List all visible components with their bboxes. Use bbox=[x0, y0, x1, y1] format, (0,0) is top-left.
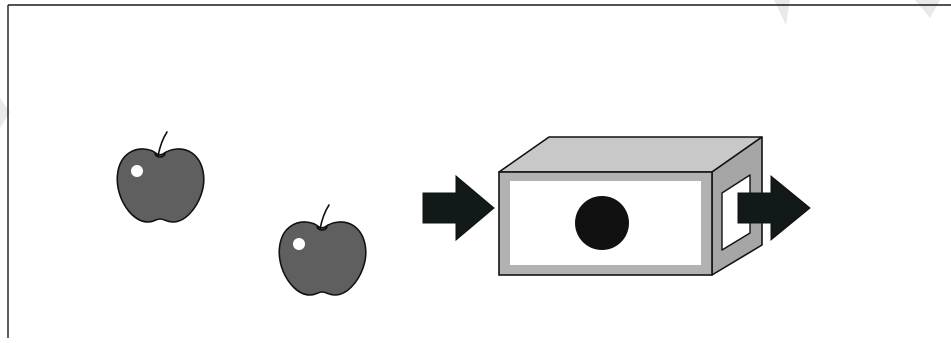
apple-stem bbox=[319, 204, 330, 230]
box-dot bbox=[575, 196, 629, 250]
processing-box bbox=[498, 136, 763, 276]
apple-icon bbox=[278, 221, 367, 296]
apple-icon bbox=[116, 148, 205, 223]
watermark bbox=[0, 0, 940, 128]
apple-dimple bbox=[154, 153, 166, 158]
apple-dimple bbox=[316, 226, 328, 231]
apple-1 bbox=[116, 131, 205, 223]
frame bbox=[7, 4, 951, 338]
apple-stem bbox=[157, 131, 168, 157]
input-arrow bbox=[422, 174, 495, 242]
output-arrow bbox=[737, 174, 811, 242]
watermark-mark-2 bbox=[915, 0, 940, 18]
apple-2 bbox=[278, 204, 367, 296]
apple-highlight bbox=[293, 238, 305, 250]
watermark-mark-1 bbox=[774, 0, 790, 25]
watermark-mark-3 bbox=[0, 98, 10, 128]
apple-highlight bbox=[131, 165, 143, 177]
